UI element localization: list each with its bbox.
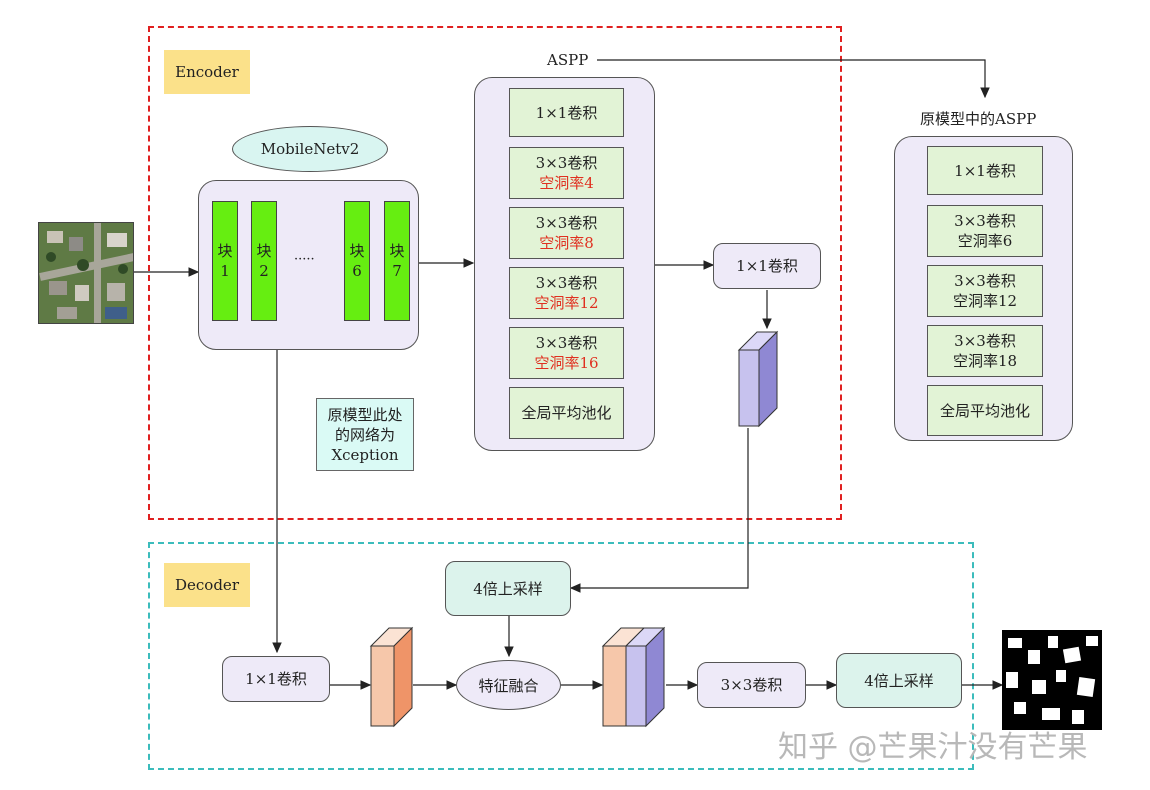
aspp-conv-label: 3×3卷积 [535,154,598,172]
original-aspp-conv-label: 3×3卷积 [954,332,1016,350]
mobilenet-ellipse: MobileNetv2 [232,126,388,172]
block-ellipsis: ····· [294,252,315,267]
decoder-upsample-4x-top: 4倍上采样 [445,561,571,616]
output-segmentation-mask [1002,630,1102,730]
fused-feature-map [601,626,666,728]
aspp-conv1x1: 1×1卷积 [509,88,624,137]
aspp-conv3x3-rate16: 3×3卷积空洞率16 [509,327,624,379]
block-2-number: 2 [259,262,269,280]
encoder-frame [148,26,842,520]
original-aspp-conv3x3-rate12: 3×3卷积空洞率12 [927,265,1043,317]
block-2-char: 块 [256,242,272,260]
original-aspp-conv3x3-rate18: 3×3卷积空洞率18 [927,325,1043,377]
original-aspp-conv-label: 3×3卷积 [954,212,1016,230]
aspp-conv-label: 3×3卷积 [535,274,598,292]
block-6-number: 6 [352,262,362,280]
aspp-dilation-rate: 空洞率12 [534,294,599,312]
original-aspp-dilation-rate: 空洞率6 [957,232,1013,250]
block-1-number: 1 [220,262,230,280]
xception-note: 原模型此处 的网络为 Xception [316,398,414,471]
aspp-dilation-rate: 空洞率16 [534,354,599,372]
block-7-char: 块 [389,242,405,260]
aspp-global-avg-pool: 全局平均池化 [509,387,624,439]
aspp-conv3x3-rate12: 3×3卷积空洞率12 [509,267,624,319]
encoder-conv1x1: 1×1卷积 [713,243,821,289]
watermark: 知乎 @芒果汁没有芒果 [778,730,1088,765]
note-line-3: Xception [331,445,399,464]
original-aspp-conv1x1: 1×1卷积 [927,146,1043,195]
encoder-tag: Encoder [164,50,250,94]
feature-fusion: 特征融合 [456,660,561,710]
aspp-dilation-rate: 空洞率4 [539,174,594,192]
input-aerial-image [38,222,134,324]
note-line-2: 的网络为 [334,425,395,444]
block-7-number: 7 [392,262,402,280]
decoder-tag: Decoder [164,563,250,607]
original-aspp-dilation-rate: 空洞率18 [952,352,1018,370]
block-6-char: 块 [349,242,365,260]
aspp-dilation-rate: 空洞率8 [539,234,594,252]
aspp-title: ASPP [547,51,589,69]
original-aspp-dilation-rate: 空洞率12 [952,292,1018,310]
block-1-char: 块 [217,242,233,260]
decoder-conv3x3: 3×3卷积 [697,662,806,708]
aspp-conv3x3-rate4: 3×3卷积空洞率4 [509,147,624,199]
decoder-upsample-4x-right: 4倍上采样 [836,653,962,708]
original-aspp-conv3x3-rate6: 3×3卷积空洞率6 [927,205,1043,257]
aspp-conv3x3-rate8: 3×3卷积空洞率8 [509,207,624,259]
aspp-conv-label: 3×3卷积 [535,214,598,232]
decoder-conv1x1: 1×1卷积 [222,656,330,702]
note-line-1: 原模型此处 [327,405,403,424]
decoder-frame [148,542,974,770]
original-aspp-global-avg-pool: 全局平均池化 [927,385,1043,436]
aspp-conv-label: 3×3卷积 [535,334,598,352]
original-aspp-conv-label: 3×3卷积 [954,272,1016,290]
low-level-feature-map [369,626,414,728]
original-aspp-title: 原模型中的ASPP [920,110,1037,128]
aspp-feature-map [737,330,779,428]
